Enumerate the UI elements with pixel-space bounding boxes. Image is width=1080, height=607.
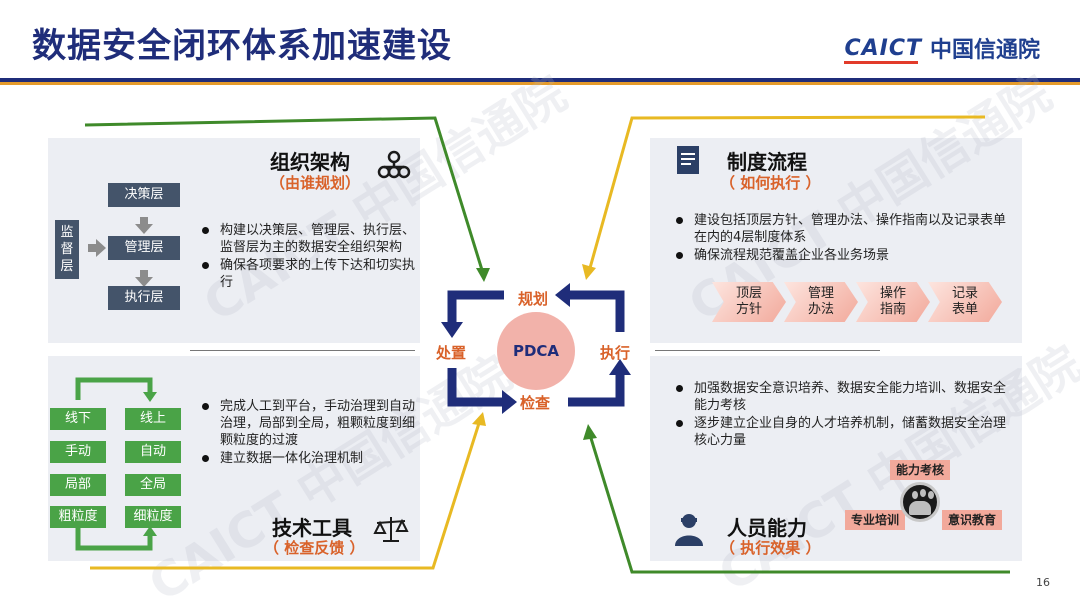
list-item: 确保流程规范覆盖企业各业务场景 (672, 247, 1017, 264)
supervision-char: 层 (60, 259, 74, 274)
pdca-act: 处置 (436, 344, 467, 362)
pdca-plan: 规划 (518, 290, 549, 308)
pdca-circle: PDCA (497, 312, 575, 390)
policy-bullets: 建设包括顶层方针、管理办法、操作指南以及记录表单在内的4层制度体系 确保流程规范… (672, 212, 1017, 265)
org-chart-icon (377, 150, 411, 179)
list-item: 加强数据安全意识培养、数据安全能力培训、数据安全能力考核 (672, 380, 1017, 414)
list-item: 逐步建立企业自身的人才培养机制，储蓄数据安全治理核心力量 (672, 415, 1017, 449)
supervision-char: 监 (60, 225, 74, 240)
policy-title: 制度流程 (727, 150, 807, 174)
step-text: 操作 (879, 286, 906, 301)
down-arrow-icon (135, 217, 153, 234)
pdca-do: 执行 (600, 344, 631, 362)
page-title: 数据安全闭环体系加速建设 (32, 26, 452, 66)
people-title: 人员能力 (727, 516, 807, 540)
tools-bullets: 完成人工到平台，手动治理到自动治理，局部到全局，粗颗粒度到细颗粒度的过渡 建立数… (198, 398, 416, 468)
list-item: 完成人工到平台，手动治理到自动治理，局部到全局，粗颗粒度到细颗粒度的过渡 (198, 398, 416, 449)
right-arrow-icon (88, 239, 106, 257)
logo-en: CAICT (844, 35, 922, 64)
scale-icon (373, 517, 409, 542)
page-number: 16 (1036, 576, 1050, 589)
step-text: 办法 (807, 302, 834, 317)
tools-title: 技术工具 (272, 516, 352, 540)
tools-subtitle: （ 检查反馈 ） (264, 539, 365, 557)
tool-right: 自动 (125, 441, 181, 463)
tool-left: 手动 (50, 441, 106, 463)
step-chevron: 顶层方针 (712, 282, 786, 322)
step-text: 顶层 (735, 286, 762, 301)
layer-execution: 执行层 (108, 286, 180, 310)
step-chevron: 记录表单 (928, 282, 1002, 322)
step-text: 指南 (879, 302, 906, 317)
tool-left: 粗粒度 (50, 506, 106, 528)
step-text: 表单 (951, 302, 978, 317)
org-bullets: 构建以决策层、管理层、执行层、监督层为主的数据安全组织架构 确保各项要求的上传下… (198, 222, 416, 292)
logo-cn: 中国信通院 (929, 38, 1040, 63)
tools-loop-arrows (75, 377, 153, 551)
step-text: 管理 (807, 286, 834, 301)
header-accent-rule (0, 82, 1080, 85)
header-rule (0, 78, 1080, 82)
connector-green-top (84, 116, 484, 271)
step-text: 记录 (951, 286, 978, 301)
pdca-check: 检查 (520, 394, 551, 412)
org-subtitle: （由谁规划） (270, 174, 361, 192)
tool-right: 线上 (125, 408, 181, 430)
org-title: 组织架构 (270, 150, 350, 174)
supervision-label: 监 督 层 (55, 220, 79, 279)
list-item: 建设包括顶层方针、管理办法、操作指南以及记录表单在内的4层制度体系 (672, 212, 1017, 246)
tool-right: 细粒度 (125, 506, 181, 528)
policy-subtitle: （ 如何执行 ） (720, 174, 821, 192)
list-item: 确保各项要求的上传下达和切实执行 (198, 257, 416, 291)
document-icon (677, 146, 699, 174)
divider-left (190, 350, 415, 351)
step-text: 方针 (735, 302, 762, 317)
tag-awareness: 意识教育 (942, 510, 1003, 530)
connector-green-bottom (588, 434, 1010, 574)
pdca-arrows (447, 290, 625, 407)
tool-left: 线下 (50, 408, 106, 430)
tools-panel (48, 356, 420, 561)
tool-right: 全局 (125, 474, 181, 496)
supervision-char: 督 (60, 242, 74, 257)
connector-yellow-top (588, 115, 986, 269)
divider-right (655, 350, 880, 351)
step-chevron: 操作指南 (856, 282, 930, 322)
list-item: 建立数据一体化治理机制 (198, 450, 416, 467)
list-item: 构建以决策层、管理层、执行层、监督层为主的数据安全组织架构 (198, 222, 416, 256)
tool-left: 局部 (50, 474, 106, 496)
down-arrow-icon (135, 270, 153, 287)
tag-training: 专业培训 (845, 510, 906, 530)
layer-management: 管理层 (108, 236, 180, 260)
tag-assessment: 能力考核 (890, 460, 951, 480)
step-chevron: 管理办法 (784, 282, 858, 322)
connector-yellow-bottom (90, 419, 482, 570)
people-bullets: 加强数据安全意识培养、数据安全能力培训、数据安全能力考核 逐步建立企业自身的人才… (672, 380, 1017, 450)
people-subtitle: （ 执行效果 ） (720, 539, 821, 557)
team-icon (900, 482, 940, 522)
layer-decision: 决策层 (108, 183, 180, 207)
person-icon (675, 514, 703, 546)
caict-logo: CAICT 中国信通院 (844, 32, 1040, 64)
